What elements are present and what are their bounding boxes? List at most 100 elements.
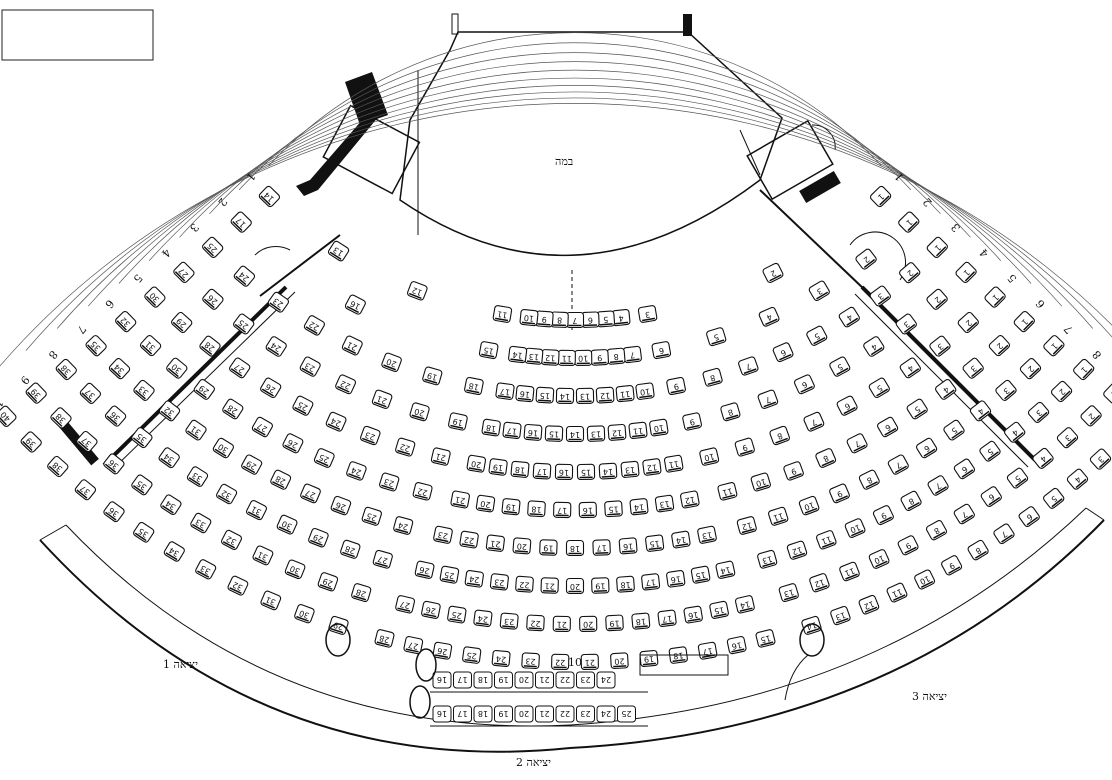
seat-row-5-right-27[interactable]: 27 [228,357,251,379]
seat-row-4-right-20[interactable]: 20 [409,402,430,422]
seat-row-1-center-7[interactable]: 7 [565,311,585,329]
seat-row-5-left-7[interactable]: 7 [803,411,825,432]
seat-row-9-left-6[interactable]: 6 [980,486,1002,508]
seat-row-7-right-35[interactable]: 35 [85,334,108,357]
seat-row-10-center-26[interactable]: 26 [432,641,453,660]
seat-row-7-left-8[interactable]: 8 [858,469,880,490]
seat-row-9-right-33[interactable]: 33 [190,512,212,534]
seat-row-8-center-25[interactable]: 25 [439,565,460,584]
seat-row-5-left-1[interactable]: 1 [984,286,1007,309]
seat-row-4-right-25[interactable]: 25 [232,313,255,335]
seat-row-10-left-11[interactable]: 11 [886,582,908,603]
seat-row-3-right-19[interactable]: 19 [422,366,443,386]
seat-row-9-center-23[interactable]: 23 [499,612,519,630]
seat-row-6-left-7[interactable]: 7 [846,433,868,454]
seat-row-10-center-19[interactable]: 19 [639,649,659,668]
seat-row-9-center-19[interactable]: 19 [605,614,624,632]
seat-row-2-left-4[interactable]: 4 [758,306,780,327]
seat-row-3-center-14[interactable]: 14 [555,387,575,405]
seat-row-9-right-34[interactable]: 34 [160,494,182,516]
seat-row-8-right-32[interactable]: 32 [216,483,238,505]
seat-row-7-left-3[interactable]: 3 [995,379,1018,401]
seat-back-row-b-17[interactable]: 17 [453,705,472,723]
seat-row-9-right-30[interactable]: 30 [284,559,306,580]
seat-row-10-right-36[interactable]: 36 [103,501,126,523]
seat-row-7-left-7[interactable]: 7 [887,454,909,475]
seat-row-6-left-6[interactable]: 6 [876,416,899,438]
seat-row-8-left-7[interactable]: 7 [927,475,949,497]
seat-row-3-left-2[interactable]: 2 [898,261,921,284]
seat-row-4-center-10[interactable]: 10 [649,418,669,437]
seat-row-2-left-1[interactable]: 1 [897,211,920,234]
seat-row-8-left-10[interactable]: 10 [844,518,866,539]
seat-row-8-center-26[interactable]: 26 [414,560,435,579]
seat-row-6-right-32[interactable]: 32 [114,310,137,333]
seat-row-10-center-21[interactable]: 21 [580,653,599,671]
seat-row-10-left-8[interactable]: 8 [967,539,989,561]
seat-row-3-center-15[interactable]: 15 [535,386,555,404]
seat-row-6-left-9[interactable]: 9 [783,461,804,481]
seat-row-2-center-7[interactable]: 7 [622,345,642,364]
seat-row-10-center-24[interactable]: 24 [491,649,511,668]
seat-row-10-left-5[interactable]: 5 [1042,487,1065,509]
seat-row-7-center-20[interactable]: 20 [512,537,532,555]
seat-row-8-center-21[interactable]: 21 [540,577,559,594]
seat-row-10-right-35[interactable]: 35 [132,521,155,543]
seat-row-8-left-5[interactable]: 5 [979,440,1002,462]
seat-row-3-right-22[interactable]: 22 [303,315,325,337]
seat-row-5-center-17[interactable]: 17 [532,462,552,480]
seat-back-row-b-23[interactable]: 23 [576,705,595,723]
seat-row-7-right-28[interactable]: 28 [270,469,292,490]
seat-row-2-center-14[interactable]: 14 [508,345,528,364]
seat-row-5-left-2[interactable]: 2 [957,311,980,334]
seat-row-8-left-3[interactable]: 3 [1027,401,1050,423]
seat-row-9-center-20[interactable]: 20 [579,615,598,633]
seat-row-6-center-19[interactable]: 19 [501,498,521,516]
seat-row-2-center-10[interactable]: 10 [574,349,593,367]
seat-row-8-center-23[interactable]: 23 [489,573,509,591]
seat-row-4-left-5[interactable]: 5 [829,356,851,377]
seat-row-3-left-3[interactable]: 3 [869,285,892,307]
seat-row-8-center-22[interactable]: 22 [515,575,534,593]
seat-back-row-a-20[interactable]: 20 [514,671,534,689]
seat-row-9-center-18[interactable]: 18 [631,612,651,630]
seat-row-3-left-4[interactable]: 4 [838,306,860,328]
seat-row-9-right-35[interactable]: 35 [131,474,154,496]
seat-row-4-left-2[interactable]: 2 [926,288,949,310]
seat-row-4-left-8[interactable]: 8 [720,402,741,422]
seat-row-2-right-17[interactable]: 17 [230,211,253,234]
seat-row-6-center-15[interactable]: 15 [604,500,623,518]
seat-row-6-left-4[interactable]: 4 [934,378,957,400]
seat-row-7-left-1[interactable]: 1 [1043,334,1066,357]
seat-row-9-center-26[interactable]: 26 [421,600,441,619]
seat-row-9-right-39[interactable]: 39 [25,382,48,405]
seat-row-3-right-21[interactable]: 21 [341,335,363,356]
seat-row-3-center-16[interactable]: 16 [515,385,535,403]
seat-row-9-right-31[interactable]: 31 [252,545,274,566]
seat-row-4-right-21[interactable]: 21 [371,389,393,409]
seat-row-6-left-8[interactable]: 8 [815,448,837,469]
seat-row-8-right-35[interactable]: 35 [131,426,154,449]
seat-row-5-center-11[interactable]: 11 [663,454,684,473]
seat-row-10-right-34[interactable]: 34 [163,541,185,563]
seat-row-3-right-25[interactable]: 25 [201,236,224,259]
seat-row-10-left-10[interactable]: 10 [914,569,936,590]
seat-back-row-b-24[interactable]: 24 [596,705,616,723]
seat-row-7-right-26[interactable]: 26 [330,495,352,516]
seat-row-9-left-1[interactable]: 1 [1103,382,1112,405]
seat-row-7-center-21[interactable]: 21 [485,534,505,552]
seat-row-7-center-22[interactable]: 22 [459,530,479,549]
seat-row-5-center-14[interactable]: 14 [598,462,618,480]
seat-row-10-left-3[interactable]: 3 [1089,448,1112,471]
seat-row-5-center-15[interactable]: 15 [576,463,596,481]
seat-row-8-left-8[interactable]: 8 [900,490,922,512]
seat-row-3-center-12[interactable]: 12 [595,386,615,404]
seat-row-10-center-27[interactable]: 27 [403,636,424,655]
seat-row-3-left-8[interactable]: 8 [702,367,723,387]
seat-row-4-right-24[interactable]: 24 [265,336,287,358]
seat-row-9-left-2[interactable]: 2 [1080,405,1103,428]
seat-back-row-b-20[interactable]: 20 [514,705,534,723]
seat-row-5-right-22[interactable]: 22 [395,437,416,457]
seat-row-7-right-27[interactable]: 27 [300,483,322,504]
seat-row-10-right-40[interactable]: 40 [0,405,17,428]
